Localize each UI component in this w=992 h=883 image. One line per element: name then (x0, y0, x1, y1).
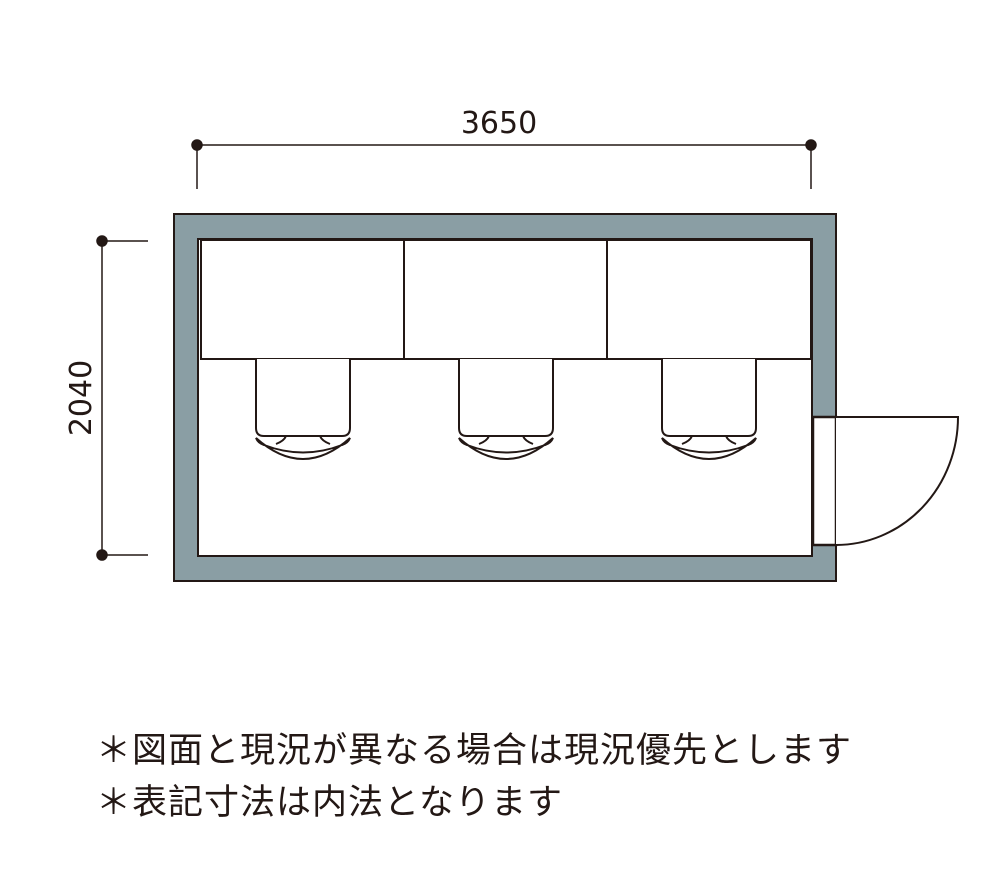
width-dimension (191, 139, 817, 189)
depth-label: 2040 (64, 360, 99, 436)
note-2: ＊表記寸法は内法となります (96, 783, 563, 823)
door (811, 415, 960, 547)
desk (403, 239, 608, 360)
desks (200, 239, 812, 360)
width-label: 3650 (461, 106, 537, 141)
chair (661, 359, 757, 460)
chairs (255, 359, 757, 460)
depth-dimension (96, 235, 148, 561)
desk (200, 239, 405, 360)
desk (606, 239, 812, 360)
chair (255, 359, 351, 460)
note-1: ＊図面と現況が異なる場合は現況優先とします (96, 731, 853, 771)
chair (458, 359, 554, 460)
